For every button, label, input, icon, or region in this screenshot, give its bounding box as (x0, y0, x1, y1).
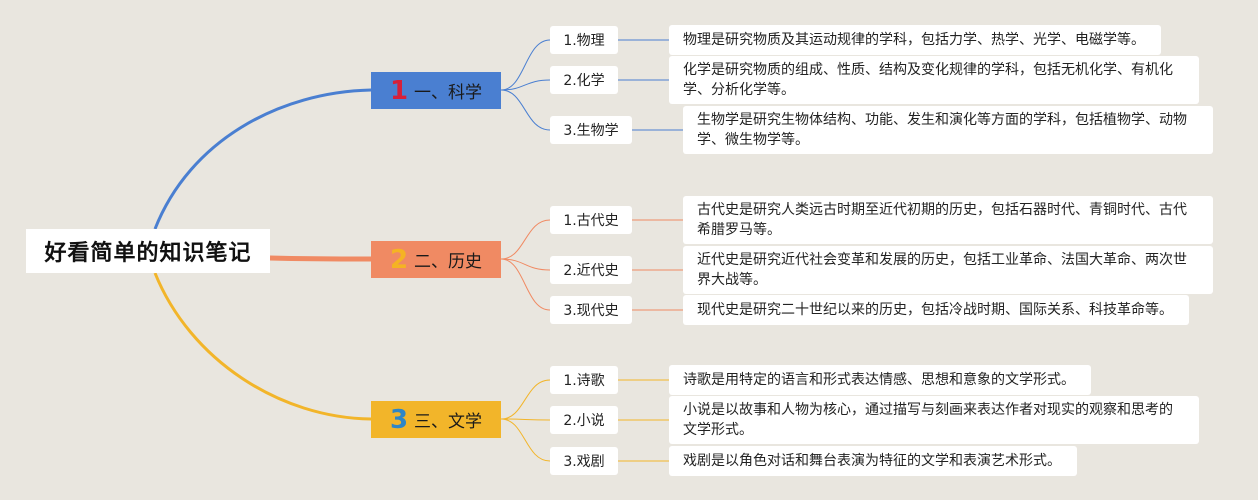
branch-number: 1 (389, 75, 409, 106)
branch-label: 三、文学 (414, 412, 483, 432)
connector-history-contemporary (500, 258, 551, 311)
connector-root-history (269, 255, 372, 262)
root-title: 好看简单的知识笔记 (44, 241, 252, 266)
description-text: 现代史是研究二十世纪以来的历史，包括冷战时期、国际关系、科技革命等。 (697, 302, 1173, 318)
branch-science[interactable]: 1 一、科学 (371, 72, 501, 109)
description-modern-history[interactable]: 近代史是研究近代社会变革和发展的历史，包括工业革命、法国大革命、两次世界大战等。 (683, 246, 1213, 294)
branch-label: 一、科学 (414, 83, 483, 103)
description-text: 化学是研究物质的组成、性质、结构及变化规律的学科，包括无机化学、有机化学、分析化… (683, 62, 1173, 98)
subtopic-label: 3.生物学 (563, 123, 619, 139)
description-text: 古代史是研究人类远古时期至近代初期的历史，包括石器时代、青铜时代、古代希腊罗马等… (697, 202, 1187, 238)
branch-literature[interactable]: 3 三、文学 (371, 401, 501, 438)
subtopic-chemistry[interactable]: 2.化学 (550, 66, 618, 94)
connector-root-literature (153, 272, 372, 421)
connector-literature-poetry (500, 379, 551, 420)
description-biology[interactable]: 生物学是研究生物体结构、功能、发生和演化等方面的学科，包括植物学、动物学、微生物… (683, 106, 1213, 154)
subtopic-modern-history[interactable]: 2.近代史 (550, 256, 632, 284)
subtopic-poetry[interactable]: 1.诗歌 (550, 366, 618, 394)
subtopic-label: 1.诗歌 (563, 373, 605, 389)
description-text: 生物学是研究生物体结构、功能、发生和演化等方面的学科，包括植物学、动物学、微生物… (697, 112, 1187, 148)
branch-number: 3 (389, 404, 409, 435)
subtopic-label: 1.古代史 (563, 213, 619, 229)
subtopic-label: 3.现代史 (563, 303, 619, 319)
subtopic-novel[interactable]: 2.小说 (550, 406, 618, 434)
connector-literature-drama (500, 418, 551, 462)
connector-literature-novel (500, 418, 551, 421)
subtopic-label: 3.戏剧 (563, 454, 605, 470)
branch-label: 二、历史 (414, 252, 483, 272)
subtopic-biology[interactable]: 3.生物学 (550, 116, 632, 144)
description-text: 戏剧是以角色对话和舞台表演为特征的文学和表演艺术形式。 (683, 453, 1061, 469)
subtopic-ancient-history[interactable]: 1.古代史 (550, 206, 632, 234)
description-ancient-history[interactable]: 古代史是研究人类远古时期至近代初期的历史，包括石器时代、青铜时代、古代希腊罗马等… (683, 196, 1213, 244)
subtopic-label: 1.物理 (563, 33, 605, 49)
branch-number: 2 (389, 244, 409, 275)
description-text: 物理是研究物质及其运动规律的学科，包括力学、热学、光学、电磁学等。 (683, 32, 1145, 48)
subtopic-label: 2.小说 (563, 413, 605, 429)
connector-science-biology (500, 89, 551, 131)
subtopic-drama[interactable]: 3.戏剧 (550, 447, 618, 475)
description-poetry[interactable]: 诗歌是用特定的语言和形式表达情感、思想和意象的文学形式。 (669, 365, 1091, 395)
description-text: 近代史是研究近代社会变革和发展的历史，包括工业革命、法国大革命、两次世界大战等。 (697, 252, 1187, 288)
connector-science-physics (500, 39, 551, 91)
description-chemistry[interactable]: 化学是研究物质的组成、性质、结构及变化规律的学科，包括无机化学、有机化学、分析化… (669, 56, 1199, 104)
description-text: 诗歌是用特定的语言和形式表达情感、思想和意象的文学形式。 (683, 372, 1075, 388)
description-contemporary-history[interactable]: 现代史是研究二十世纪以来的历史，包括冷战时期、国际关系、科技革命等。 (683, 295, 1189, 325)
subtopic-physics[interactable]: 1.物理 (550, 26, 618, 54)
connector-history-ancient (500, 219, 551, 260)
connector-root-science (153, 88, 372, 230)
subtopic-label: 2.近代史 (563, 263, 619, 279)
description-drama[interactable]: 戏剧是以角色对话和舞台表演为特征的文学和表演艺术形式。 (669, 446, 1077, 476)
subtopic-contemporary-history[interactable]: 3.现代史 (550, 296, 632, 324)
description-novel[interactable]: 小说是以故事和人物为核心，通过描写与刻画来表达作者对现实的观察和思考的文学形式。 (669, 396, 1199, 444)
description-text: 小说是以故事和人物为核心，通过描写与刻画来表达作者对现实的观察和思考的文学形式。 (683, 402, 1173, 438)
connector-history-modern (500, 258, 551, 271)
connector-science-chemistry (500, 79, 551, 91)
root-topic[interactable]: 好看简单的知识笔记 (26, 229, 270, 273)
description-physics[interactable]: 物理是研究物质及其运动规律的学科，包括力学、热学、光学、电磁学等。 (669, 25, 1161, 55)
branch-history[interactable]: 2 二、历史 (371, 241, 501, 278)
subtopic-label: 2.化学 (563, 73, 605, 89)
